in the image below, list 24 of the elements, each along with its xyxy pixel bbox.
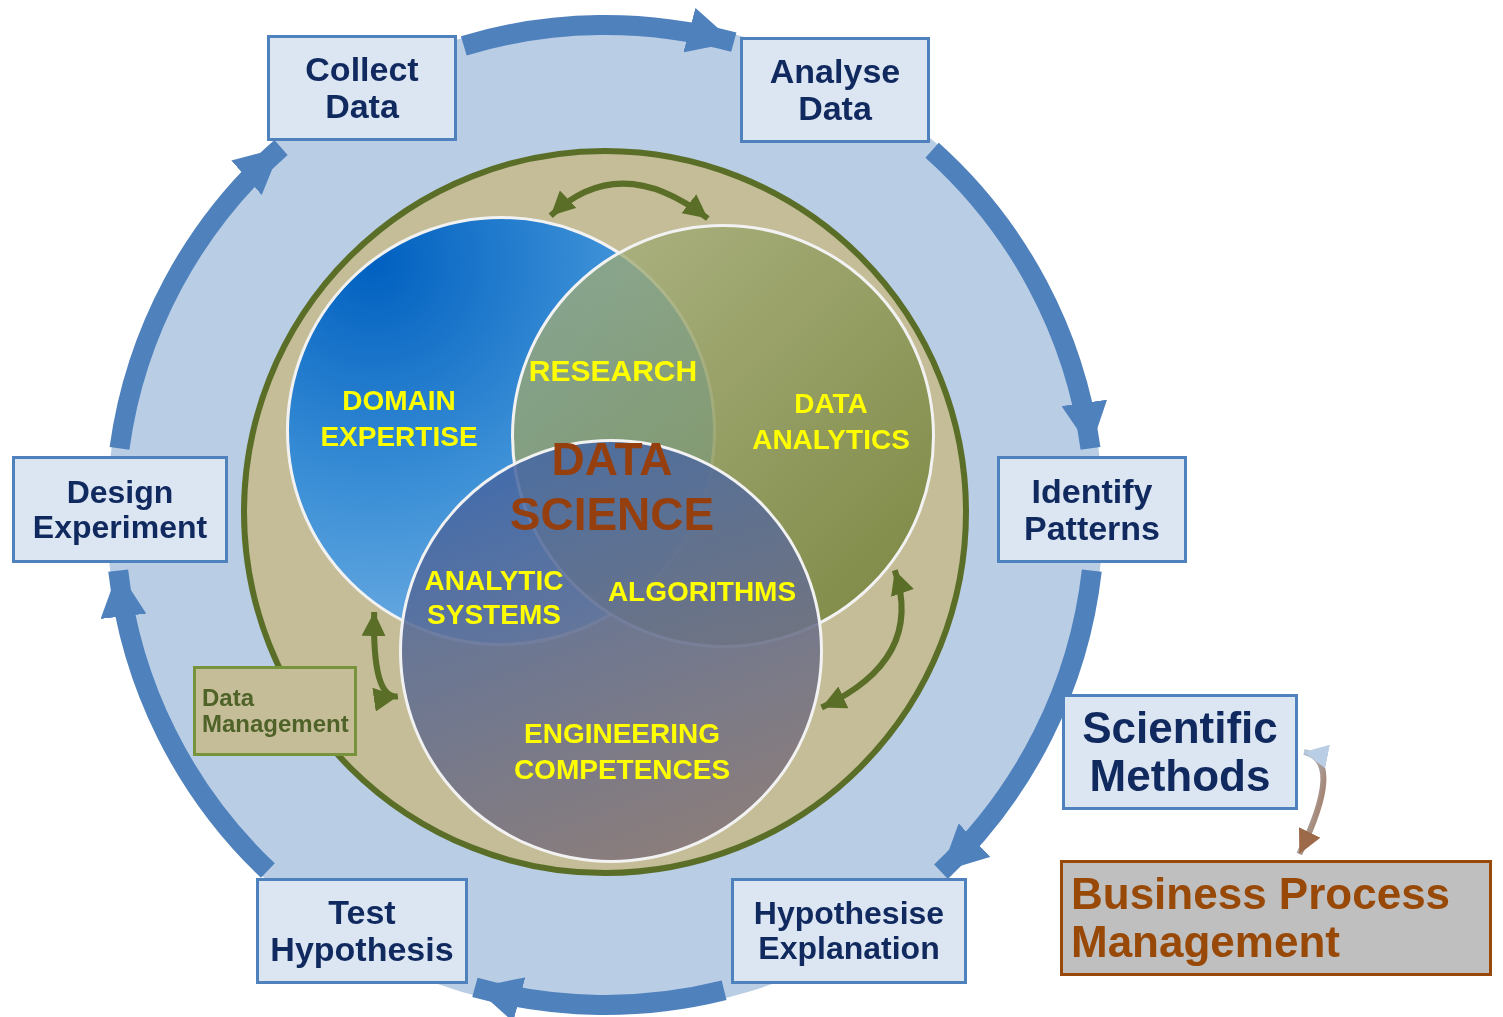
circle-label: DOMAIN EXPERTISE	[319, 383, 479, 454]
step-box: Identify Patterns	[997, 456, 1187, 563]
center-title: DATA SCIENCE	[508, 431, 716, 542]
cycle-arrow	[103, 568, 276, 878]
overlap-label: ANALYTIC SYSTEMS	[423, 564, 565, 632]
step-box: Test Hypothesis	[256, 878, 468, 984]
step-box: Hypothesise Explanation	[731, 878, 967, 984]
circle-label: DATA ANALYTICS	[751, 386, 911, 457]
step-box: Collect Data	[267, 35, 457, 141]
label-box: Data Management	[193, 666, 357, 756]
label-box: Business Process Management	[1060, 860, 1492, 976]
cycle-arrow	[925, 143, 1105, 451]
double-arrow	[548, 180, 710, 221]
overlap-label: ALGORITHMS	[606, 575, 798, 609]
overlap-label: RESEARCH	[527, 353, 699, 389]
step-box: Design Experiment	[12, 456, 228, 563]
cycle-arrow	[461, 10, 736, 56]
double-arrow	[820, 569, 913, 711]
cycle-arrow	[933, 568, 1102, 879]
method-box: Scientific Methods	[1062, 694, 1298, 810]
double-arrow	[1296, 747, 1331, 856]
double-arrow	[361, 611, 398, 709]
circle-label: ENGINEERING COMPETENCES	[512, 716, 732, 787]
step-box: Analyse Data	[740, 37, 930, 143]
